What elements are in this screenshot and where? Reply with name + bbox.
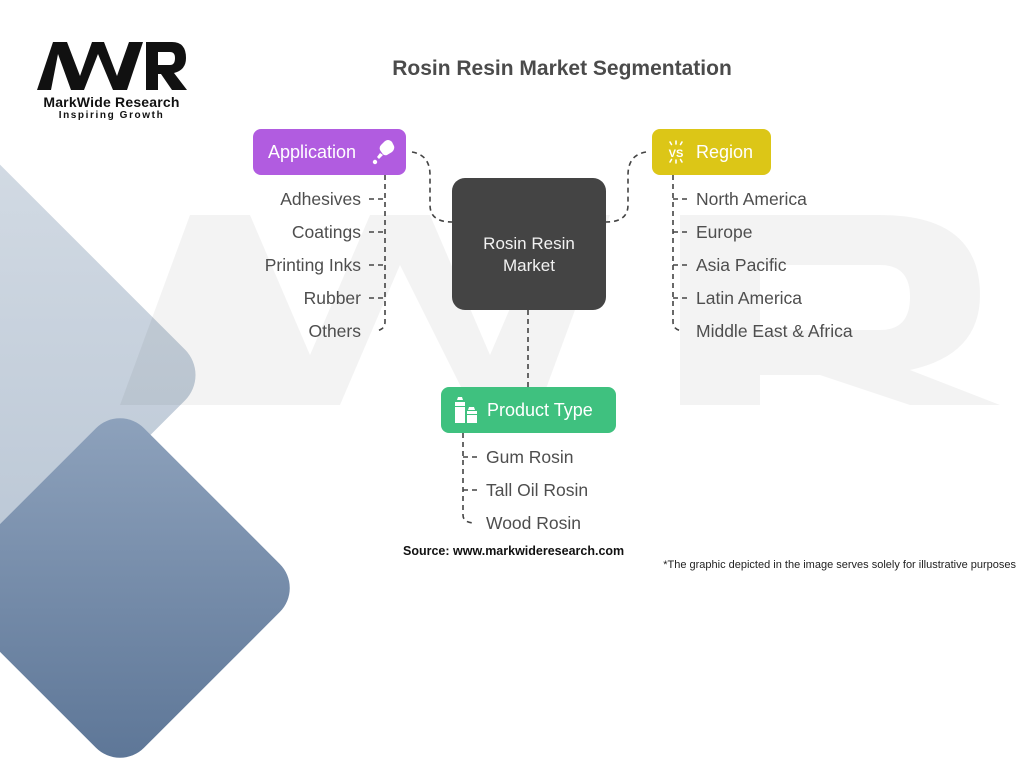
svg-text:VS: VS — [669, 148, 684, 160]
region-item: Europe — [696, 222, 753, 242]
application-item: Others — [308, 321, 361, 341]
product-type-item: Tall Oil Rosin — [486, 480, 589, 500]
region-item: Middle East & Africa — [696, 321, 853, 341]
mwr-logo-mark — [37, 42, 187, 90]
center-node-line1: Rosin Resin — [483, 234, 575, 253]
segment-region: VS Region — [652, 129, 771, 175]
product-type-item: Gum Rosin — [486, 447, 574, 467]
bottles-icon — [453, 396, 479, 424]
segment-application: Application — [253, 129, 406, 175]
application-item: Rubber — [303, 288, 361, 308]
product-type-item: Wood Rosin — [486, 513, 582, 533]
segment-application-label: Application — [268, 141, 357, 162]
brand-logo: MarkWide Research Inspiring Growth — [34, 40, 189, 121]
region-item: Latin America — [696, 288, 803, 308]
application-item: Printing Inks — [264, 255, 361, 275]
watermark-logo — [120, 215, 1000, 405]
source-credit: Source: www.markwideresearch.com — [403, 544, 625, 558]
region-item: North America — [696, 189, 807, 209]
glue-bottle-icon — [370, 138, 396, 166]
center-node: Rosin Resin Market — [452, 178, 606, 310]
brand-tagline: Inspiring Growth — [58, 110, 165, 121]
connector-product-trunk — [462, 433, 474, 524]
segment-region-label: Region — [696, 141, 754, 162]
region-item: Asia Pacific — [696, 255, 787, 275]
vs-icon: VS — [666, 140, 686, 164]
application-item: Adhesives — [280, 189, 361, 209]
connector-region-center — [605, 151, 647, 223]
brand-name: MarkWide Research — [43, 94, 180, 110]
page-title: Rosin Resin Market Segmentation — [392, 57, 732, 80]
connector-application-center — [411, 151, 453, 223]
segment-product-type-label: Product Type — [487, 399, 593, 420]
center-node-line2: Market — [503, 256, 555, 275]
application-item: Coatings — [291, 222, 361, 242]
segment-product-type: Product Type — [441, 387, 616, 433]
disclaimer-note: *The graphic depicted in the image serve… — [663, 559, 1016, 571]
